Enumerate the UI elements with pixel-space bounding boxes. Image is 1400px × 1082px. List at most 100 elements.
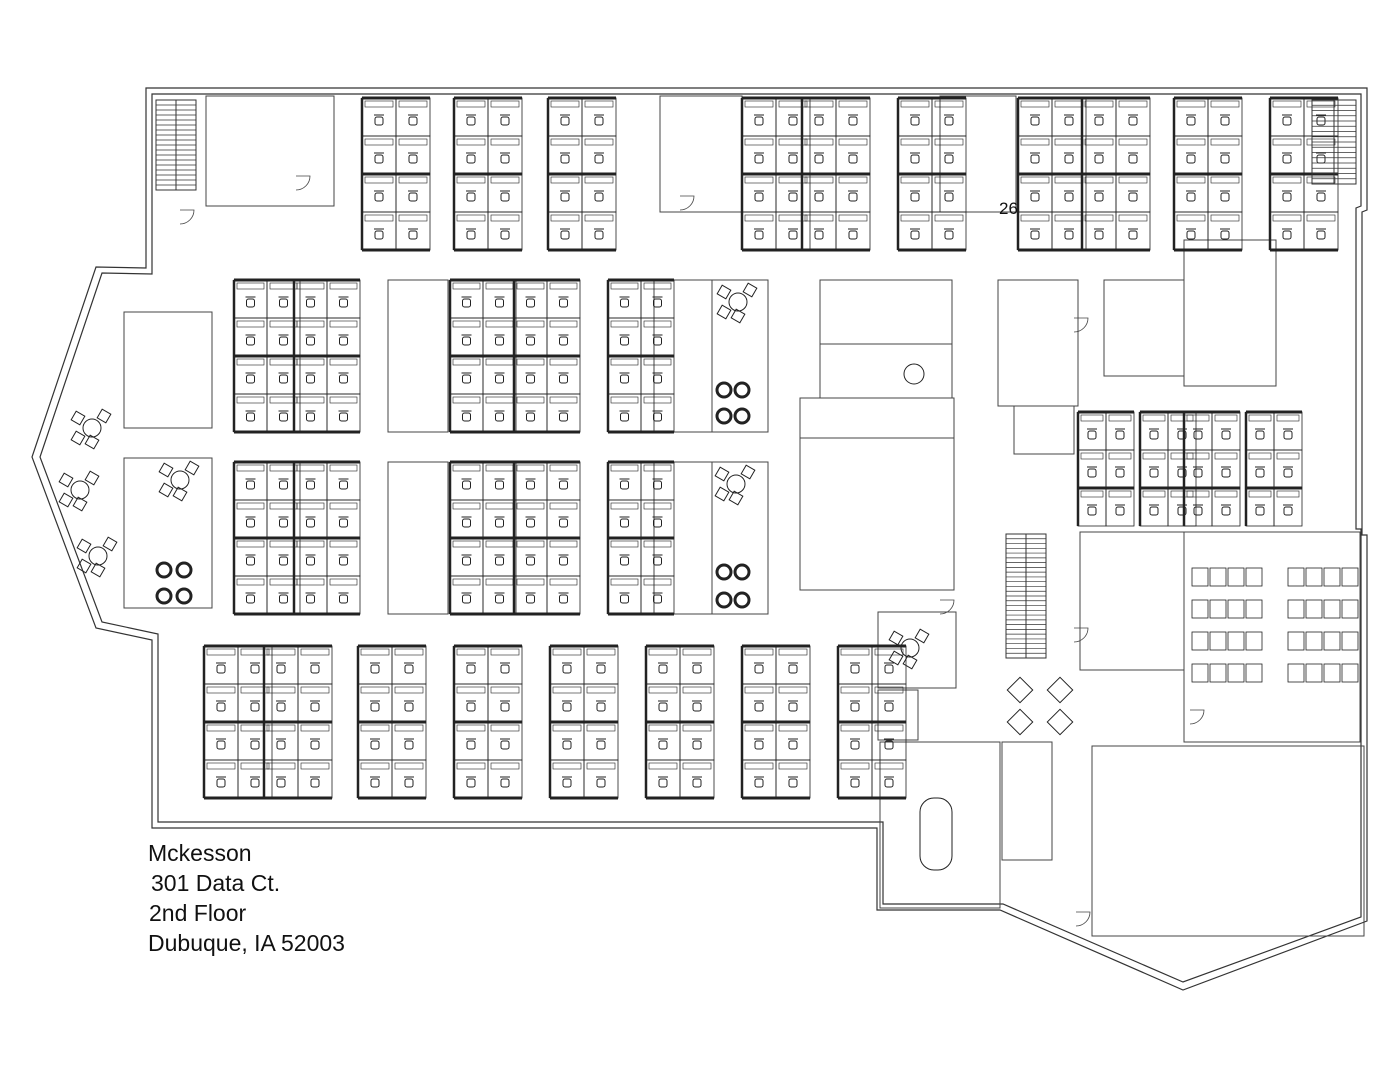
lounge-table xyxy=(888,628,930,670)
chair-icon xyxy=(370,700,380,712)
chair-icon xyxy=(1220,152,1230,164)
chair-icon xyxy=(850,700,860,712)
chair-icon xyxy=(466,152,476,164)
training-desk xyxy=(1305,567,1323,587)
chair-icon xyxy=(884,776,894,788)
stairwell xyxy=(155,99,197,191)
lounge-table xyxy=(58,470,100,512)
chair-icon xyxy=(310,738,320,750)
chair-icon xyxy=(814,190,824,202)
chair-icon xyxy=(1064,190,1074,202)
chair-icon xyxy=(250,662,260,674)
street-address: 301 Data Ct. xyxy=(151,870,281,896)
chair-icon xyxy=(1128,152,1138,164)
chair-icon xyxy=(619,334,630,346)
room-outline xyxy=(1091,745,1365,937)
chair-icon xyxy=(494,372,505,384)
chair-icon xyxy=(1316,114,1326,126)
chair-icon xyxy=(884,662,894,674)
training-desk xyxy=(1323,631,1341,651)
room-outline xyxy=(123,457,213,609)
building-outline xyxy=(31,87,1368,991)
chair-icon xyxy=(408,190,418,202)
lounge-table xyxy=(714,464,756,506)
chair-icon xyxy=(558,372,569,384)
chair-icon xyxy=(910,114,920,126)
chair-icon xyxy=(461,372,472,384)
chair-icon xyxy=(494,334,505,346)
cubicle-cluster xyxy=(356,644,427,800)
chair-icon xyxy=(461,478,472,490)
chair-icon xyxy=(525,296,536,308)
room-outline xyxy=(997,279,1079,407)
cubicle-cluster xyxy=(452,644,523,800)
chair-icon xyxy=(338,372,349,384)
chair-icon xyxy=(461,410,472,422)
chair-icon xyxy=(658,700,668,712)
chair-icon xyxy=(1255,428,1265,440)
chair-icon xyxy=(944,190,954,202)
lounge-table xyxy=(158,460,200,502)
chair-icon xyxy=(1177,504,1187,516)
lounge-chair-icon xyxy=(715,381,733,399)
chair-icon xyxy=(461,592,472,604)
chair-icon xyxy=(310,662,320,674)
room-outline xyxy=(387,279,449,433)
lounge-table xyxy=(76,536,118,578)
chair-icon xyxy=(1283,428,1293,440)
cubicle-cluster xyxy=(1244,410,1303,527)
chair-icon xyxy=(619,372,630,384)
chair-icon xyxy=(1149,504,1159,516)
room-outline xyxy=(799,397,955,439)
chair-icon xyxy=(1255,504,1265,516)
lounge-chair-icon xyxy=(733,563,751,581)
cubicle-cluster xyxy=(896,96,967,252)
cubicle-cluster xyxy=(202,644,273,800)
chair-icon xyxy=(560,152,570,164)
chair-icon xyxy=(338,516,349,528)
chair-icon xyxy=(558,478,569,490)
cubicle-cluster xyxy=(606,278,675,434)
cubicle-cluster xyxy=(1080,96,1151,252)
chair-icon xyxy=(1220,190,1230,202)
chair-icon xyxy=(245,592,256,604)
chair-icon xyxy=(1087,466,1097,478)
cubicle-cluster xyxy=(1268,96,1339,252)
chair-icon xyxy=(374,114,384,126)
chair-icon xyxy=(500,738,510,750)
chair-icon xyxy=(594,114,604,126)
training-desk xyxy=(1209,663,1227,683)
chair-icon xyxy=(562,776,572,788)
chair-icon xyxy=(1094,114,1104,126)
chair-icon xyxy=(500,152,510,164)
chair-icon xyxy=(466,738,476,750)
chair-icon xyxy=(370,738,380,750)
atrium-seat xyxy=(1006,708,1034,736)
training-desk xyxy=(1305,631,1323,651)
training-desk xyxy=(1341,599,1359,619)
room-outline xyxy=(711,279,769,433)
chair-icon xyxy=(1149,428,1159,440)
training-desk xyxy=(1191,663,1209,683)
lounge-table xyxy=(70,408,112,450)
chair-icon xyxy=(466,190,476,202)
chair-icon xyxy=(848,152,858,164)
lounge-table xyxy=(716,282,758,324)
chair-icon xyxy=(278,554,289,566)
chair-icon xyxy=(338,296,349,308)
chair-icon xyxy=(245,372,256,384)
chair-icon xyxy=(408,228,418,240)
chair-icon xyxy=(1283,466,1293,478)
chair-icon xyxy=(1094,190,1104,202)
room-outline xyxy=(659,95,743,213)
cubicle-cluster xyxy=(548,644,619,800)
chair-icon xyxy=(1094,228,1104,240)
chair-icon xyxy=(374,152,384,164)
chair-icon xyxy=(461,516,472,528)
chair-icon xyxy=(1115,428,1125,440)
chair-icon xyxy=(1282,152,1292,164)
chair-icon xyxy=(560,228,570,240)
room-outline xyxy=(711,461,769,615)
room-outline xyxy=(819,343,953,399)
chair-icon xyxy=(848,190,858,202)
